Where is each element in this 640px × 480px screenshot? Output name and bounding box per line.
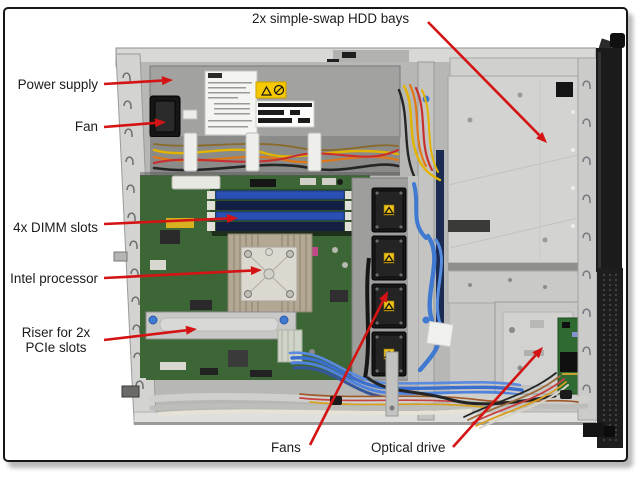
hdd-bay-area: [447, 75, 581, 264]
dimm-slots: [207, 189, 356, 236]
cable-clip: [183, 132, 198, 172]
mid-deck: [447, 270, 581, 304]
arrow-power-supply: [103, 76, 173, 86]
psu-fan: [149, 95, 181, 138]
arrow-optical-drive: [452, 347, 543, 448]
fan-module: [371, 283, 407, 329]
psu-wires-right: [397, 83, 442, 182]
callout-label-fans: Fans: [271, 440, 301, 455]
arrow-riser: [103, 325, 197, 342]
cable-tag: [426, 320, 454, 348]
no-entry-icon: [273, 84, 285, 96]
rack-ear: [583, 33, 625, 448]
psu-barcode-label: [255, 100, 315, 128]
thumbscrew-knob: [610, 33, 625, 48]
front-wall: [577, 57, 598, 421]
callout-arrows: [103, 21, 547, 448]
callout-label-hdd-bays: 2x simple-swap HDD bays: [252, 11, 410, 26]
fan-module: [371, 235, 407, 281]
cable-channel: [150, 132, 400, 175]
fan-module: [371, 187, 407, 233]
cpu-heatsink: [227, 233, 313, 313]
power-supply: [149, 65, 401, 138]
callout-label-riser: Riser for 2x PCIe slots: [21, 325, 91, 355]
arrow-hdd-bays: [427, 21, 547, 143]
arrow-fan: [103, 118, 166, 129]
cable-clip: [245, 132, 260, 172]
bottom-cables: [148, 351, 590, 429]
warning-triangle-icon: [260, 85, 273, 96]
callout-label-processor: Intel processor: [10, 271, 98, 286]
rack-latch: [583, 423, 605, 437]
arrow-fans: [308, 291, 388, 446]
cable-clip: [307, 132, 322, 172]
callout-label-optical-drive: Optical drive: [371, 440, 446, 455]
psu-warning-label: [255, 81, 287, 99]
atx-connector: [171, 175, 221, 190]
callout-label-power-supply: Power supply: [17, 77, 98, 92]
arrow-dimm-slots: [103, 214, 238, 226]
callout-label-dimm-slots: 4x DIMM slots: [13, 220, 98, 235]
system-fans: [351, 176, 418, 382]
optical-drive: [494, 301, 589, 395]
blue-thumbscrew: [422, 316, 430, 324]
hdd-backplane: [436, 150, 444, 335]
pcie-riser: [145, 311, 297, 340]
arrow-processor: [103, 266, 262, 280]
callout-label-fan: Fan: [74, 119, 98, 134]
rack-ear-mesh: [597, 268, 623, 448]
